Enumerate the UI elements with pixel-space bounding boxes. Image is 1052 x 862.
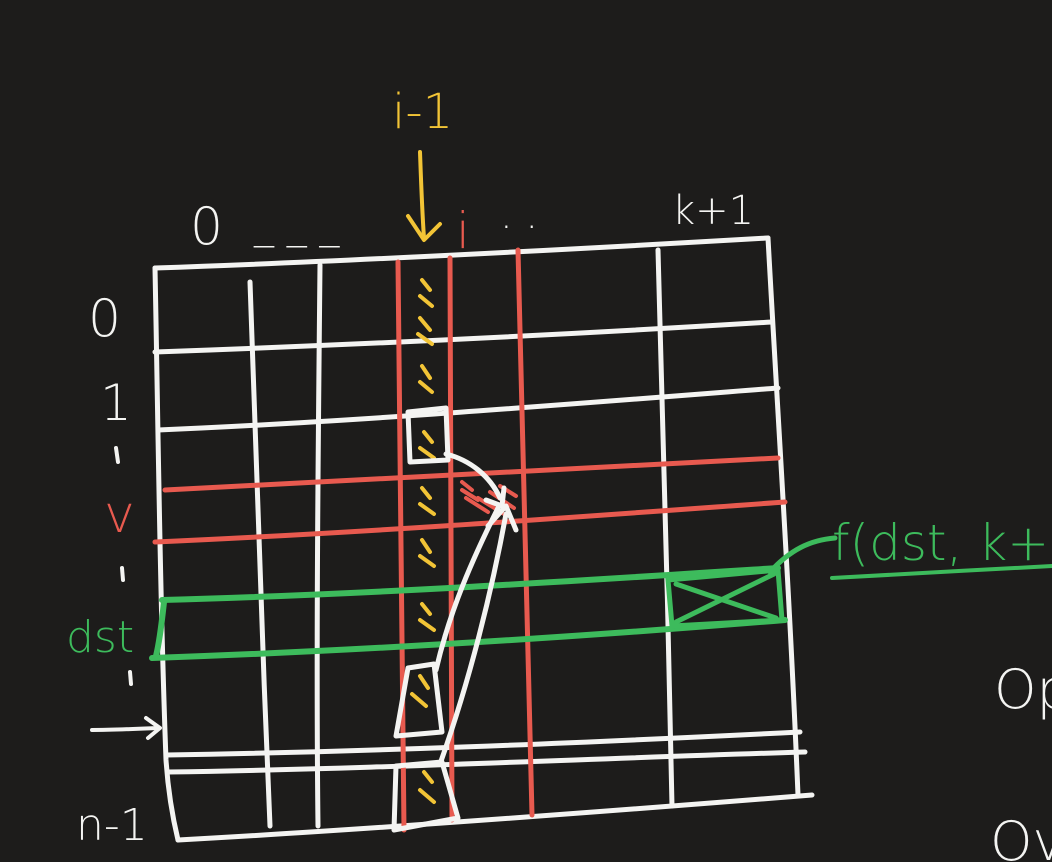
prev-column-mark: [416, 316, 434, 346]
cut-text-ov: Ov: [990, 810, 1052, 862]
prev-column-mark: [418, 486, 436, 516]
prev-column-mark: [410, 674, 430, 708]
source-cell-lower: [393, 661, 445, 739]
target-cell-cross-b: [673, 571, 777, 625]
col-label-prev: i-1: [392, 84, 453, 140]
source-cell-upper: [405, 405, 451, 465]
source-cell-bottom: [391, 759, 461, 833]
cut-text-op: Op: [994, 658, 1052, 721]
arrow-from-upper: [443, 451, 503, 501]
left-pointer-arrow: [90, 716, 162, 740]
prev-column-mark: [418, 278, 434, 308]
grid-top-border: [152, 235, 771, 271]
row-label-0: 0: [88, 289, 121, 349]
arrow-from-upper-head: [483, 485, 507, 509]
row-label-1: 1: [100, 374, 132, 432]
target-cell-box: [665, 567, 785, 629]
prev-column-arrow-shaft: [418, 150, 426, 240]
transition-arrows: [433, 451, 519, 767]
prev-column-mark: [418, 430, 436, 460]
row-line: [165, 749, 808, 775]
grid-row-lines: [152, 319, 808, 775]
grid-right-border: [765, 235, 801, 798]
column-i-line-c: [515, 247, 535, 818]
arrow-from-bottom: [437, 511, 509, 767]
col-label-cur: i: [456, 202, 470, 260]
col-label-dots-2: . .: [500, 192, 538, 238]
row-ellipsis: [114, 446, 133, 686]
grid-column-lines: [247, 247, 675, 829]
column-line: [655, 247, 675, 809]
arrow-tip: [485, 503, 519, 533]
prev-column-mark: [418, 364, 434, 394]
row-line: [152, 319, 775, 355]
row-label-v: v: [104, 485, 135, 545]
target-cell: [665, 535, 838, 629]
row-line: [155, 385, 781, 433]
row-label-dst: dst: [66, 612, 134, 663]
result-label: f(dst, k+1): [832, 514, 1052, 572]
column-line: [247, 279, 273, 829]
row-dst-line-left: [153, 599, 167, 659]
grid-bottom-border: [175, 792, 815, 843]
col-label-start: 0: [190, 197, 223, 257]
row-dst-line-top: [159, 565, 781, 603]
column-i-highlight: [395, 247, 535, 833]
left-pointer-head: [144, 716, 162, 740]
row-label-last: n-1: [76, 800, 148, 851]
prev-column-mark: [418, 538, 436, 568]
source-cells: [391, 405, 461, 833]
col-label-dots-1: _ _ _: [253, 202, 340, 248]
prev-column-arrow: [406, 150, 442, 242]
grid-frame: [152, 235, 815, 843]
row-v-line-bottom: [152, 499, 788, 545]
prev-column-arrow-head: [406, 214, 442, 242]
col-label-end: k+1: [672, 188, 754, 234]
prev-column-marks: [410, 278, 436, 804]
column-i-line-a: [395, 259, 407, 833]
row-line: [163, 729, 803, 758]
grid-left-border: [152, 265, 181, 843]
target-cell-leader: [767, 535, 838, 575]
result-underline: [830, 564, 1052, 580]
prev-column-mark: [418, 602, 436, 632]
column-i-line-b: [447, 255, 455, 823]
column-line: [314, 262, 323, 829]
left-pointer-shaft: [90, 726, 160, 732]
prev-column-mark: [418, 770, 436, 804]
target-cell-cross-a: [673, 581, 779, 621]
